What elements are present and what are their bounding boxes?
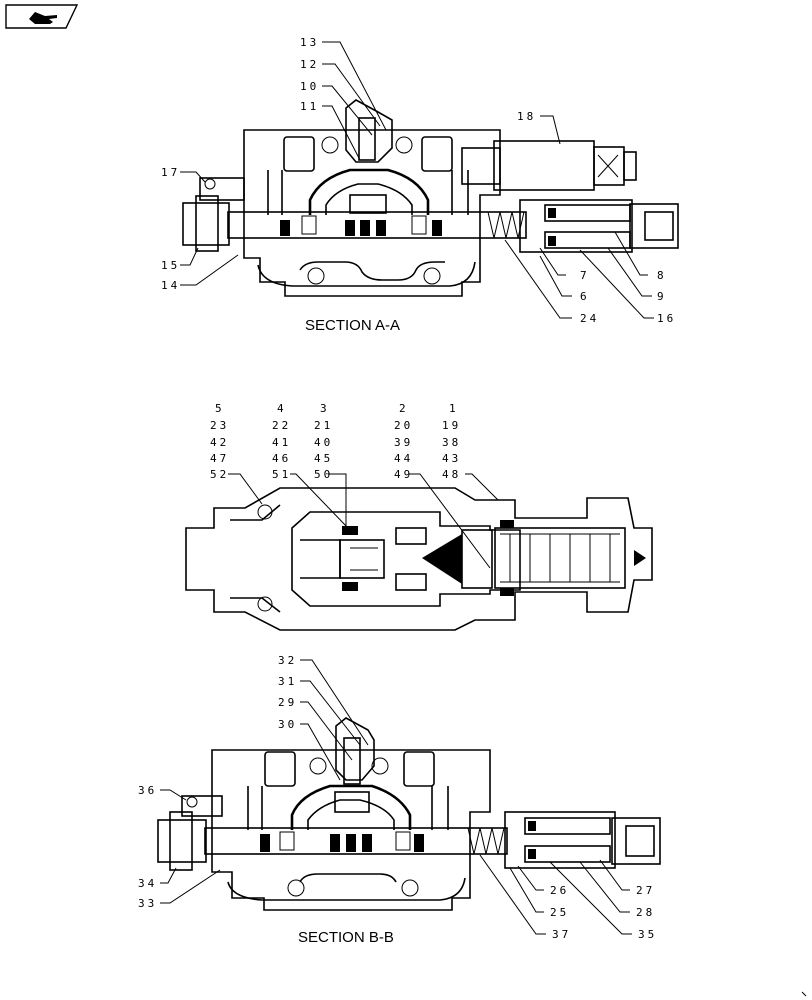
callout: 15 xyxy=(161,259,180,272)
callout: 18 xyxy=(517,110,536,123)
hand-pointer-icon xyxy=(29,12,57,24)
middle-section-callouts: 5 4 3 2 1 23 22 21 20 19 42 41 40 39 38 … xyxy=(210,402,461,481)
callout: 47 xyxy=(210,452,229,465)
section-title: SECTION B-B xyxy=(298,929,394,946)
callout: 10 xyxy=(300,80,319,93)
callout: 8 xyxy=(657,269,667,282)
callout: 37 xyxy=(552,928,571,941)
callout: 19 xyxy=(442,419,461,432)
callout: 39 xyxy=(394,436,413,449)
middle-section-drawing xyxy=(185,487,653,631)
section-aa-drawing xyxy=(182,99,679,297)
section-aa-callouts: 13 12 10 11 18 17 15 14 7 8 6 9 24 16 SE… xyxy=(161,36,676,334)
callout: 23 xyxy=(210,419,229,432)
callout: 46 xyxy=(272,452,291,465)
callout: 30 xyxy=(278,718,297,731)
callout: 14 xyxy=(161,279,180,292)
callout: 43 xyxy=(442,452,461,465)
callout: 7 xyxy=(580,269,590,282)
callout: 25 xyxy=(550,906,569,919)
callout: 6 xyxy=(580,290,590,303)
callout: 20 xyxy=(394,419,413,432)
callout: 16 xyxy=(657,312,676,325)
callout: 34 xyxy=(138,877,157,890)
callout: 29 xyxy=(278,696,297,709)
section-bb-callouts: 32 31 29 30 36 34 33 26 27 25 28 37 35 S… xyxy=(138,654,657,946)
callout: 5 xyxy=(215,402,225,415)
callout: 21 xyxy=(314,419,333,432)
callout: 48 xyxy=(442,468,461,481)
callout: 26 xyxy=(550,884,569,897)
callout: 11 xyxy=(300,100,319,113)
callout: 32 xyxy=(278,654,297,667)
back-button[interactable] xyxy=(5,4,78,29)
callout: 13 xyxy=(300,36,319,49)
callout: 35 xyxy=(638,928,657,941)
callout: 44 xyxy=(394,452,413,465)
callout: 41 xyxy=(272,436,291,449)
callout: 51 xyxy=(272,468,291,481)
callout: 4 xyxy=(277,402,287,415)
callout: 42 xyxy=(210,436,229,449)
callout: 31 xyxy=(278,675,297,688)
callout: 50 xyxy=(314,468,333,481)
section-aa-leaders xyxy=(180,41,654,319)
callout: 33 xyxy=(138,897,157,910)
section-bb-drawing xyxy=(157,717,661,911)
callout: 3 xyxy=(320,402,330,415)
callout: 17 xyxy=(161,166,180,179)
callout: 36 xyxy=(138,784,157,797)
callout: 27 xyxy=(636,884,655,897)
callout: 38 xyxy=(442,436,461,449)
section-title: SECTION A-A xyxy=(305,317,400,334)
callout: 1 xyxy=(449,402,459,415)
callout: 2 xyxy=(399,402,409,415)
callout: 28 xyxy=(636,906,655,919)
callout: 49 xyxy=(394,468,413,481)
callout: 45 xyxy=(314,452,333,465)
middle-section-leaders xyxy=(228,473,499,569)
callout: 9 xyxy=(657,290,667,303)
callout: 12 xyxy=(300,58,319,71)
callout: 22 xyxy=(272,419,291,432)
section-bb-leaders xyxy=(160,659,632,935)
callout: 40 xyxy=(314,436,333,449)
callout: 52 xyxy=(210,468,229,481)
corner-mark xyxy=(801,991,807,997)
callout: 24 xyxy=(580,312,599,325)
